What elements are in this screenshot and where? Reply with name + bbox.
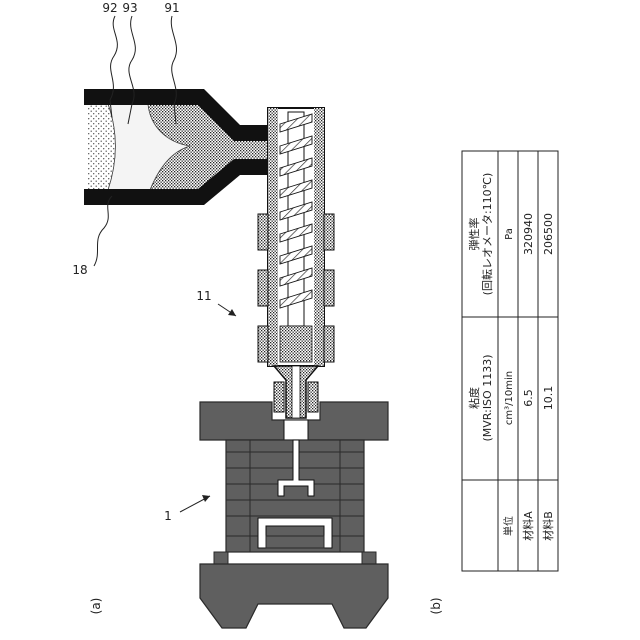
hopper-feed-throat	[234, 141, 270, 159]
metering-zone	[280, 326, 312, 362]
panel-a-label: (a)	[89, 598, 103, 615]
mold-bottom-plate	[200, 564, 388, 628]
header-viscosity-title: 粘度	[467, 387, 481, 409]
row-a-viscosity: 6.5	[522, 389, 535, 407]
header-elasticity-title: 弾性率	[467, 218, 481, 251]
leader-11-arrowhead	[228, 309, 236, 316]
panel-b: (b) 粘度 (MVR:ISO 1133) 弾性率 (回転レオメータ:110℃)…	[429, 151, 558, 614]
injection-barrel	[258, 108, 334, 418]
row-b-elasticity: 206500	[542, 213, 555, 255]
mold-right-rail	[362, 552, 376, 564]
nozzle-channel	[292, 366, 300, 418]
callout-92: 92	[102, 1, 117, 15]
callout-91: 91	[164, 1, 179, 15]
row-b-name: 材料B	[541, 511, 555, 541]
header-elasticity-method: (回転レオメータ:110℃)	[481, 173, 494, 296]
header-viscosity-method: (MVR:ISO 1133)	[481, 355, 494, 442]
callout-18: 18	[72, 263, 87, 277]
unit-viscosity: cm³/10min	[504, 371, 515, 425]
leader-18	[94, 196, 112, 266]
callout-1: 1	[164, 509, 172, 523]
unit-elasticity: Pa	[504, 228, 515, 240]
unit-row-label: 単位	[502, 516, 515, 536]
callout-11: 11	[196, 289, 211, 303]
hopper	[84, 89, 270, 205]
panel-b-label: (b)	[429, 598, 443, 615]
leader-1-arrowhead	[202, 495, 210, 502]
sprue-bushing	[284, 420, 308, 440]
mold	[200, 402, 388, 628]
mold-ejector-block	[266, 536, 324, 548]
callout-93: 93	[122, 1, 137, 15]
callout-labels: 92 93 91 18 11 1	[72, 1, 211, 523]
barrel-wall-right	[314, 108, 324, 366]
barrel-wall-left	[268, 108, 278, 366]
panel-a: 92 93 91 18 11 1 (a)	[72, 1, 388, 628]
row-b-viscosity: 10.1	[542, 386, 555, 411]
row-a-name: 材料A	[521, 511, 535, 541]
mold-left-rail	[214, 552, 228, 564]
row-a-elasticity: 320940	[522, 213, 535, 255]
